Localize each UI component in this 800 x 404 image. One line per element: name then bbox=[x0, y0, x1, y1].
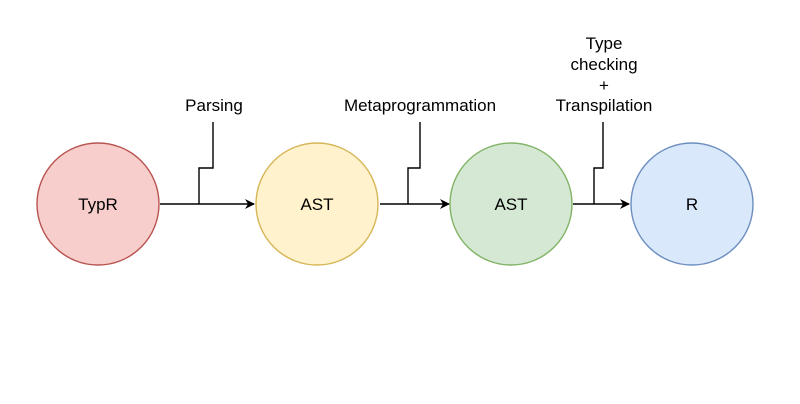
node-typr: TypR bbox=[36, 142, 160, 266]
node-label: TypR bbox=[78, 195, 118, 214]
node-circle bbox=[36, 142, 160, 266]
edge-label-metaprogrammation: Metaprogrammation bbox=[344, 96, 496, 115]
node-label: AST bbox=[300, 195, 333, 214]
node-ast-1: AST bbox=[255, 142, 379, 266]
node-label: R bbox=[686, 195, 698, 214]
edge-ast-to-ast: Metaprogrammation bbox=[344, 96, 496, 209]
edge-typr-to-ast: Parsing bbox=[160, 96, 255, 209]
node-label: AST bbox=[494, 195, 527, 214]
edge-label-transpilation: Transpilation bbox=[556, 96, 653, 115]
edge-label-checking: checking bbox=[570, 55, 637, 74]
node-r: R bbox=[630, 142, 754, 266]
node-circle bbox=[255, 142, 379, 266]
label-callout-line bbox=[593, 122, 604, 204]
node-circle bbox=[449, 142, 573, 266]
edge-label-plus: + bbox=[599, 76, 609, 95]
label-callout-line bbox=[198, 122, 214, 204]
node-ast-2: AST bbox=[449, 142, 573, 266]
label-callout-line bbox=[407, 122, 421, 204]
edge-ast-to-r: Type checking + Transpilation bbox=[556, 34, 653, 209]
edge-label-parsing: Parsing bbox=[185, 96, 243, 115]
node-circle bbox=[630, 142, 754, 266]
edge-label-type: Type bbox=[586, 34, 623, 53]
